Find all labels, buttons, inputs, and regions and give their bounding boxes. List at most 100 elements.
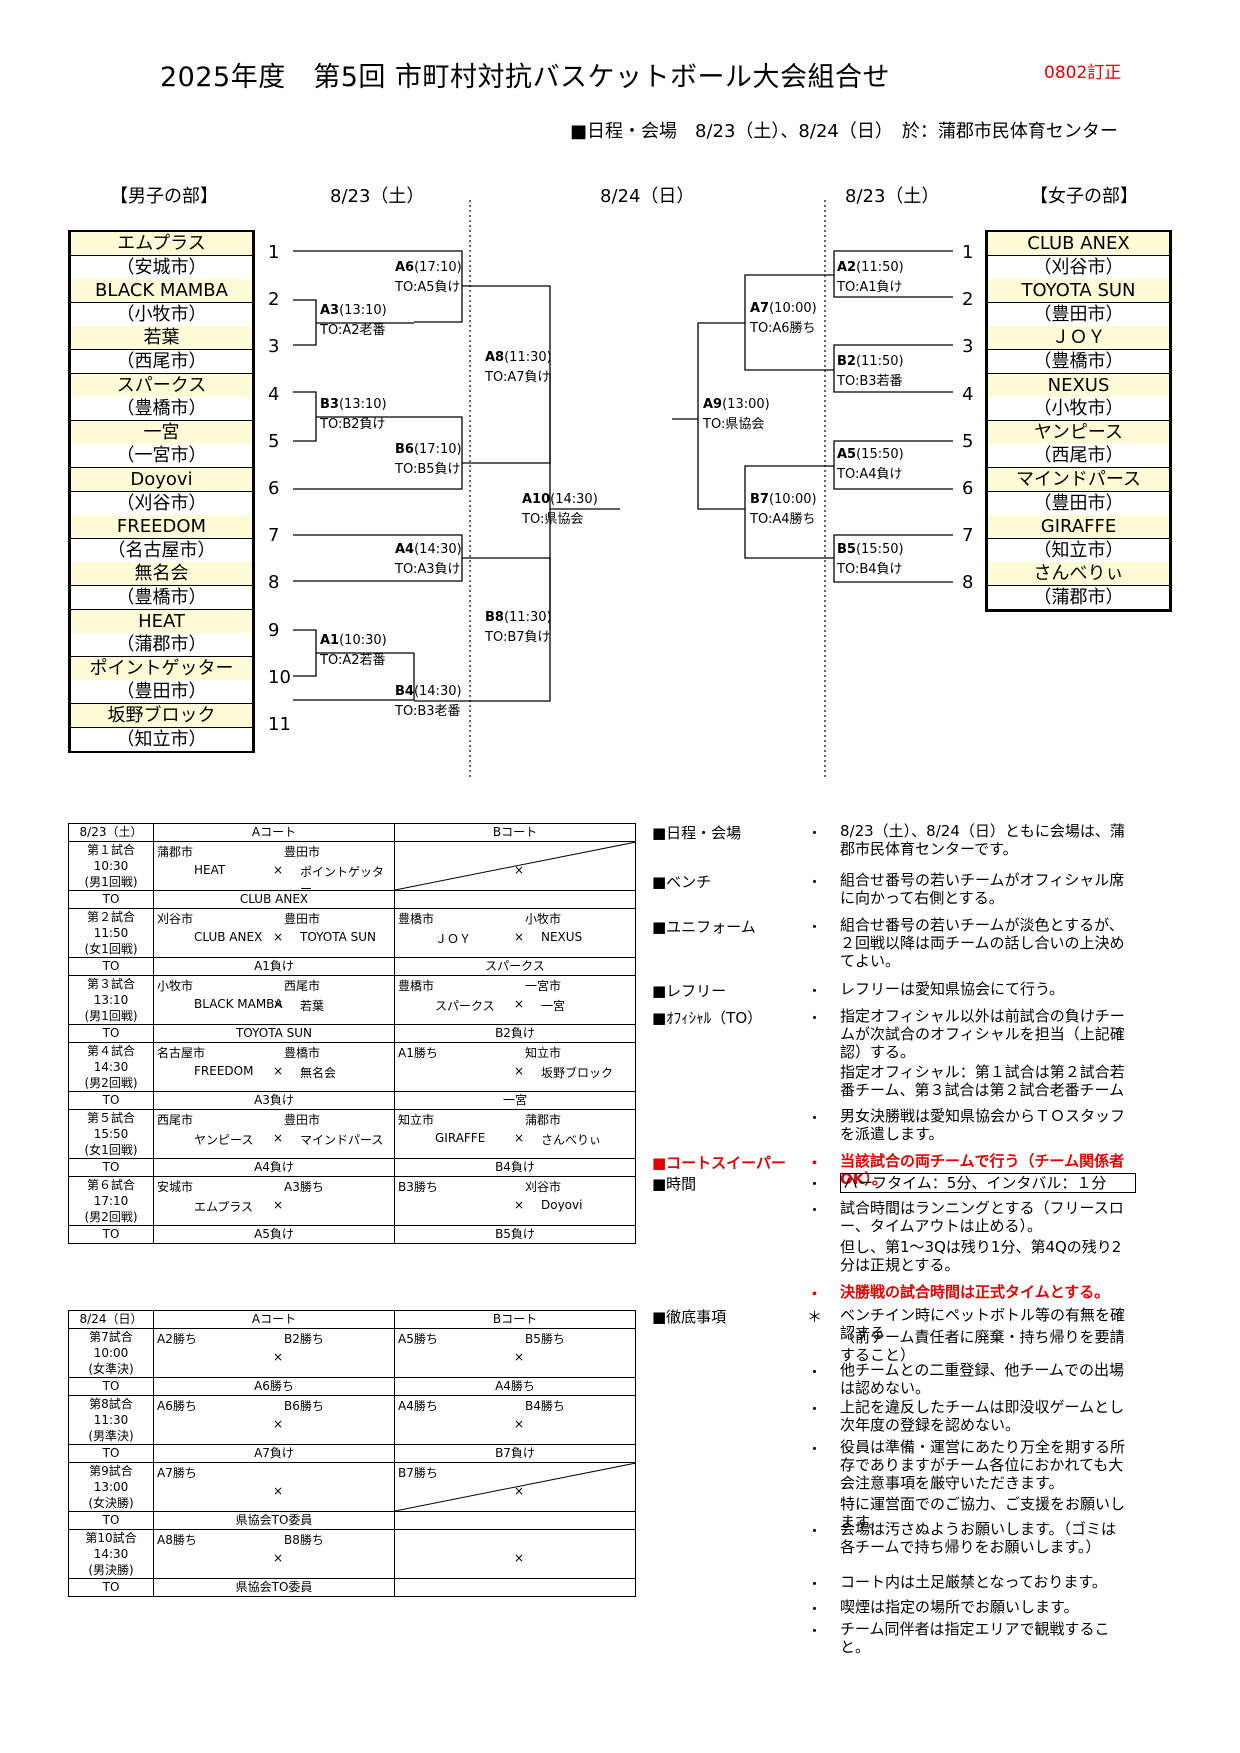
match-label: B3(13:10)TO:B2負け bbox=[320, 395, 387, 435]
match-number: 第9試合 bbox=[89, 1464, 133, 1478]
cell-text: 小牧市 bbox=[157, 979, 194, 993]
cell-text: × bbox=[273, 1551, 284, 1565]
men-seed-number: 4 bbox=[268, 383, 280, 405]
team-city: （豊田市） bbox=[71, 680, 252, 704]
match-to: TO:A2若番 bbox=[320, 653, 386, 668]
match-time: (11:50) bbox=[856, 260, 904, 275]
team-name: ＪＯＹ bbox=[988, 326, 1169, 350]
match-id: B4 bbox=[395, 684, 414, 699]
cell-text: さんべりぃ bbox=[541, 1133, 602, 1147]
match-time: (13:00) bbox=[722, 397, 770, 412]
to-label: TO bbox=[68, 1511, 154, 1530]
team-city: （豊橋市） bbox=[988, 350, 1169, 374]
header-court_b: Bコート bbox=[394, 1310, 636, 1329]
team-name: 若葉 bbox=[71, 326, 252, 350]
to-court-a: TOYOTA SUN bbox=[153, 1024, 395, 1043]
match-to: TO:A6勝ち bbox=[750, 321, 816, 336]
rule-text: 喫煙は指定の場所でお願いします。 bbox=[840, 1598, 1079, 1616]
team-name: 無名会 bbox=[71, 562, 252, 586]
team-name: さんべりぃ bbox=[988, 562, 1169, 586]
to-court-b: B5負け bbox=[394, 1225, 636, 1244]
match-number: 第１試合 bbox=[86, 843, 135, 857]
rule-bullet: ・ bbox=[807, 1285, 823, 1303]
bracket-line bbox=[293, 416, 463, 490]
match-label: B7(10:00)TO:A4勝ち bbox=[750, 490, 817, 530]
rule-text: 試合時間はランニングとする（フリースロー、タイムアウトは止める）。 bbox=[840, 1199, 1124, 1235]
men-section-label: 【男子の部】 bbox=[110, 186, 218, 207]
rule-bullet: ・ bbox=[807, 1600, 823, 1618]
rule-text: 但し、第1～3Qは残り1分、第4Qの残り2分は正規とする。 bbox=[840, 1238, 1122, 1274]
cell-text: A3勝ち bbox=[284, 1180, 324, 1194]
rule-text: （前チーム責任者に廃棄・持ち帰りを要請すること） bbox=[840, 1328, 1125, 1364]
women-seed-number: 4 bbox=[962, 383, 974, 405]
match-time: (10:30) bbox=[339, 633, 387, 648]
cell-text: 無名会 bbox=[300, 1066, 337, 1080]
match-round: (女1回戦) bbox=[84, 942, 138, 956]
match-label: B8(11:30)TO:B7負け bbox=[485, 608, 552, 648]
to-court-b: B4負け bbox=[394, 1158, 636, 1177]
match-to: TO:A2老番 bbox=[320, 323, 386, 338]
match-round: (男決勝) bbox=[88, 1563, 134, 1577]
cell-text: A2勝ち bbox=[157, 1332, 197, 1346]
cell-text: × bbox=[514, 1198, 525, 1212]
cell-text: 豊田市 bbox=[284, 1113, 321, 1127]
court-cell-content: × bbox=[396, 1531, 635, 1578]
match-time: (15:50) bbox=[856, 447, 904, 462]
cell-text: 名古屋市 bbox=[157, 1046, 206, 1060]
court-cell-content: 豊橋市一宮市スパークス×一宮 bbox=[396, 977, 635, 1024]
court-b-cell: × bbox=[394, 1529, 636, 1579]
rule-bullet: ・ bbox=[807, 824, 823, 842]
cell-text: A8勝ち bbox=[157, 1533, 197, 1547]
rule-bullet: ・ bbox=[807, 1175, 823, 1193]
rule-text: 指定オフィシャル以外は前試合の負けチームが次試合のオフィシャルを担当（上記確認）… bbox=[840, 1007, 1125, 1061]
page-title: 2025年度 第5回 市町村対抗バスケットボール大会組合せ bbox=[160, 62, 890, 93]
team-city: （豊田市） bbox=[988, 303, 1169, 327]
rule-bullet: ・ bbox=[807, 1154, 823, 1172]
rule-bullet: ・ bbox=[807, 1363, 823, 1381]
court-a-cell: 西尾市豊田市ヤンピース×マインドパース bbox=[153, 1109, 395, 1159]
rule-text: 決勝戦の試合時間は正式タイムとする。 bbox=[840, 1283, 1110, 1301]
match-id: B2 bbox=[837, 354, 856, 369]
match-label: A5(15:50)TO:A4負け bbox=[837, 445, 904, 485]
team-name: エムプラス bbox=[71, 232, 252, 256]
cell-text: ＪＯＹ bbox=[435, 932, 472, 946]
match-time: 17:10 bbox=[93, 1194, 129, 1208]
to-label: TO bbox=[68, 1024, 154, 1043]
rule-bullet: ・ bbox=[807, 918, 823, 936]
match-to: TO:県協会 bbox=[522, 512, 584, 527]
cell-text: スパークス bbox=[435, 999, 495, 1013]
to-court-b: B7負け bbox=[394, 1444, 636, 1463]
match-number: 第４試合 bbox=[86, 1044, 135, 1058]
cell-text: 刈谷市 bbox=[157, 912, 194, 926]
match-label: A9(13:00)TO:県協会 bbox=[703, 395, 770, 435]
cell-text: × bbox=[273, 1350, 284, 1364]
team-city: （蒲郡市） bbox=[71, 633, 252, 657]
to-label: TO bbox=[68, 1444, 154, 1463]
rule-text: 特に運営面でのご協力、ご支援をお願いします。 bbox=[840, 1495, 1126, 1531]
rule-text: 男女決勝戦は愛知県協会からＴＯスタッフを派遣します。 bbox=[840, 1107, 1126, 1143]
cell-text: GIRAFFE bbox=[435, 1131, 486, 1145]
cell-text: B8勝ち bbox=[284, 1533, 324, 1547]
cell-text: × bbox=[514, 930, 525, 944]
to-label: TO bbox=[68, 890, 154, 909]
cell-text: 安城市 bbox=[157, 1180, 194, 1194]
rule-label: ■コートスイーパー bbox=[652, 1154, 787, 1172]
to-label: TO bbox=[68, 1158, 154, 1177]
to-court-a: A3負け bbox=[153, 1091, 395, 1110]
header-court_a: Aコート bbox=[153, 823, 395, 842]
cell-text: 西尾市 bbox=[284, 979, 321, 993]
match-time: 10:30 bbox=[93, 859, 129, 873]
match-time: 13:00 bbox=[93, 1480, 129, 1494]
cell-text: 若葉 bbox=[300, 999, 325, 1013]
cell-text: Doyovi bbox=[541, 1198, 583, 1212]
match-round: (男1回戦) bbox=[84, 1009, 138, 1023]
match-to: TO:A5負け bbox=[395, 280, 461, 295]
